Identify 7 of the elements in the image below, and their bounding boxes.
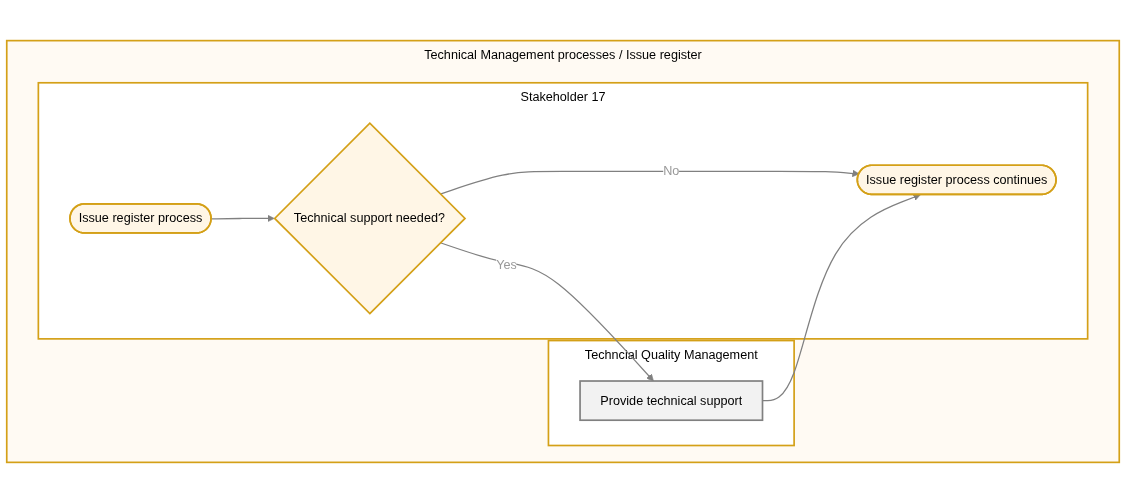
node-box: Provide technical support xyxy=(579,380,764,422)
node-diamond: Technical support needed? xyxy=(273,122,467,315)
arrow xyxy=(439,242,654,382)
arrow xyxy=(439,169,860,195)
edge-label: No xyxy=(663,163,680,178)
edge-label: Yes xyxy=(496,257,517,272)
arrow xyxy=(210,214,275,223)
